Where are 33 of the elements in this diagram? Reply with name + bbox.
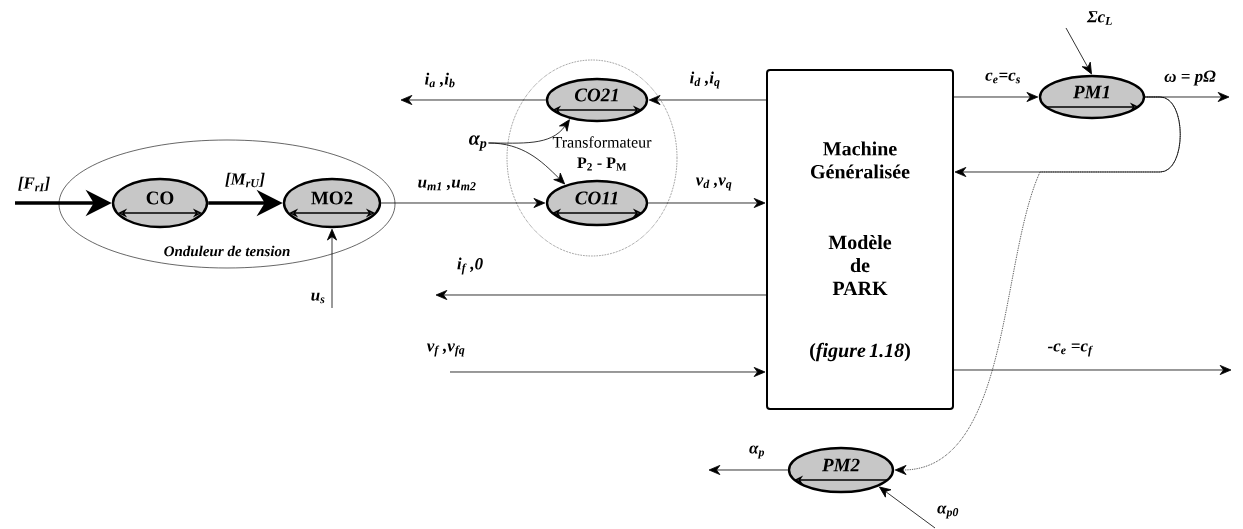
arrow	[879, 486, 936, 529]
arrow	[1065, 27, 1092, 75]
arrow	[488, 119, 570, 144]
edge-label: c$_{e}$=c$_{s}$	[985, 72, 1020, 84]
arrow	[327, 228, 337, 309]
arrow	[954, 96, 1181, 177]
edge-label: ω = pΩ	[1164, 70, 1216, 86]
edge-label: v$_{d}$ ,v$_{q}$	[695, 177, 732, 191]
edge-label: u$_{s}$	[311, 292, 325, 304]
arrow	[380, 198, 546, 208]
machine-box: Machine Généralisée Modèle de PARK (figure 1.18)	[766, 69, 954, 410]
arrow	[400, 95, 547, 105]
variable-label: α$_{p}$	[469, 135, 487, 151]
edge-label: α$_{p0}$	[937, 505, 959, 519]
arrow	[647, 198, 766, 208]
edge-label: α$_{p}$	[749, 445, 765, 459]
edge-label: -c$_{e}$ =c$_{f}$	[1047, 343, 1093, 357]
dotted-arrow	[894, 96, 1181, 475]
arrow	[953, 92, 1039, 102]
edge-label: [M$_{rU}$]	[225, 172, 265, 188]
arrow	[488, 142, 566, 185]
edge-label: i$_{a}$ ,i$_{b}$	[425, 72, 455, 88]
edge-label: v$_{f}$ ,v$_{fq}$	[426, 343, 465, 357]
edge-label: [F$_{rI}$]	[18, 176, 50, 192]
edge-label: i$_{d}$ ,i$_{q}$	[690, 71, 720, 89]
arrow	[648, 95, 767, 105]
arrow	[953, 365, 1232, 375]
arrow	[708, 465, 789, 475]
edge-label: u$_{m1}$ ,u$_{m2}$	[418, 179, 476, 191]
edge-label: i$_{f}$ ,0	[457, 257, 483, 275]
arrow	[435, 290, 767, 300]
edge-label: Σc$_{L}$	[1086, 11, 1112, 25]
arrow	[449, 367, 766, 377]
